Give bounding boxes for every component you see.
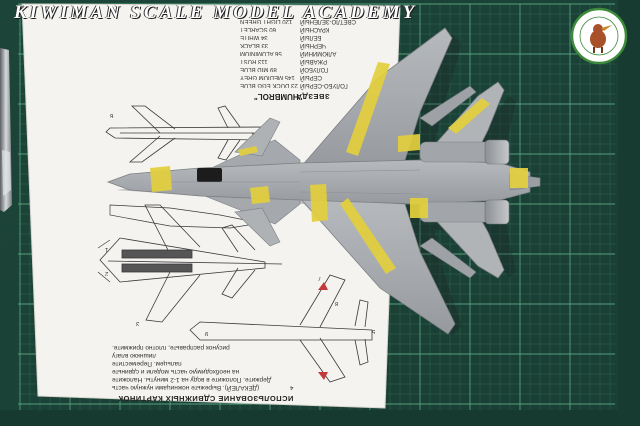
legend-brand: ЗВЕЗДА	[296, 92, 330, 101]
nozzle-left	[484, 139, 510, 165]
decal-text-line: лишнюю влагу	[112, 352, 157, 359]
cockpit-opening	[197, 168, 222, 182]
canard-upper	[234, 117, 281, 157]
legend-row-ru: АЛЮМИНИЙ	[300, 50, 337, 56]
mat-right-border	[618, 0, 640, 426]
legend-row: 34 WHITE	[240, 34, 268, 40]
watermark-text: KIWIMAN SCALE MODEL ACADEMY	[14, 2, 418, 23]
legend-row: 89 MID BLUE	[240, 66, 277, 72]
callout-number: 2	[105, 270, 109, 276]
legend-row-ru: БЕЛЫЙ	[300, 34, 322, 40]
right-wing	[299, 197, 456, 335]
decal-text-line: Держите. Положите в воду на 1-2 минуты. …	[112, 376, 272, 383]
legend-row-ru: РЖАВЫЙ	[300, 58, 328, 64]
legend-row: 145 MEDIUM GREY	[240, 74, 295, 80]
decal-text-line: на необходимую часть модели и сдвиньте	[112, 368, 240, 375]
decal-text-line: (ДЕКАЛЕЙ). Вырежьте ножницами нужную час…	[112, 384, 260, 391]
callout-number: 3	[136, 320, 140, 326]
craft-knife	[0, 48, 12, 212]
callout-number: 9	[205, 330, 209, 336]
legend-row: 60 SCARLET	[240, 26, 277, 32]
legend-row: 23 DUCK EGG BLUE	[240, 82, 298, 88]
mat-bottom-border	[0, 410, 640, 426]
left-fin	[419, 85, 477, 127]
callout-number: 4	[290, 384, 294, 390]
instruction-sheet	[21, 3, 401, 409]
kiwi-bird-icon	[590, 30, 606, 48]
canard-lower	[234, 207, 281, 247]
instruction-drawing-bottom-view	[99, 204, 283, 323]
legend-row-ru: ГОЛУБО-СЕРЫЙ	[300, 82, 348, 88]
decal-text-line: пальцем. Переместите	[112, 360, 182, 367]
callout-number: 7	[318, 275, 322, 281]
academy-logo	[570, 7, 628, 65]
legend-row-ru: ГОЛУБОЙ	[300, 66, 329, 72]
decal-text-line: рисунок расправьте, плотно прижмите.	[112, 344, 230, 351]
legend-row: 113 RUST	[240, 58, 268, 64]
callout-number: 8	[335, 300, 339, 306]
legend-row-ru: СЕРЫЙ	[300, 74, 322, 80]
legend-row: 56 ALUMINIUM	[240, 50, 282, 56]
masking-tape	[150, 62, 528, 274]
legend-row-ru: КРАСНЫЙ	[300, 26, 330, 32]
legend-row: 33 BLACK	[240, 42, 269, 48]
decal-heading: ИСПОЛЬЗОВАНИЕ СДВИЖНЫХ КАРТИНОК	[118, 394, 294, 403]
nozzle-right	[484, 199, 510, 225]
instruction-drawing-side	[97, 204, 261, 283]
right-fin	[419, 237, 477, 279]
callout-number: 6	[110, 112, 114, 118]
legend-row-ru: ЧЕРНЫЙ	[300, 42, 326, 48]
callout-number: 5	[372, 328, 376, 334]
callout-number: 1	[105, 246, 109, 252]
instruction-drawing-top-view-2	[189, 274, 373, 383]
